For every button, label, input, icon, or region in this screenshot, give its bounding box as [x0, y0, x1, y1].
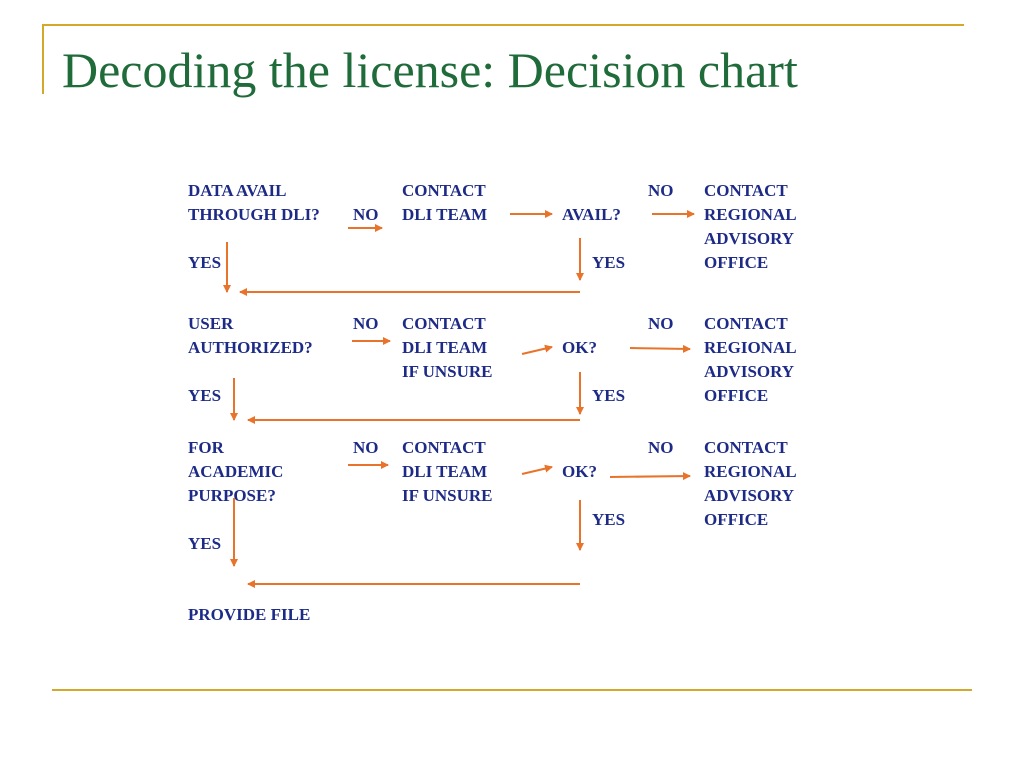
row2-contact-line2: DLI TEAM — [402, 338, 488, 357]
row3-question-line3: PURPOSE? — [188, 486, 276, 505]
row1-yes-label: YES — [188, 253, 222, 272]
slide-title: Decoding the license: Decision chart — [62, 42, 798, 98]
row2-contact-line3: IF UNSURE — [402, 362, 493, 381]
row3-contact-line2: DLI TEAM — [402, 462, 488, 481]
row2-yes-label: YES — [188, 386, 222, 405]
row3-contact-arrow — [521, 464, 553, 475]
row1-yes2-label: YES — [592, 253, 626, 272]
frame-bottom-rule — [52, 689, 972, 691]
row1-contact-line2: DLI TEAM — [402, 205, 488, 224]
row2-no-label: NO — [353, 314, 379, 333]
row3-contact-line1: CONTACT — [402, 438, 486, 457]
row2-question-line1: USER — [188, 314, 234, 333]
row3-regional-line1: CONTACT — [704, 438, 788, 457]
row2-question-line2: AUTHORIZED? — [188, 338, 313, 357]
row1-regional-line4: OFFICE — [704, 253, 769, 272]
row2-contact-line1: CONTACT — [402, 314, 486, 333]
row1-regional-line1: CONTACT — [704, 181, 788, 200]
frame-left-rule — [42, 24, 44, 94]
row3-check-label: OK? — [562, 462, 597, 481]
provide-file-label: PROVIDE FILE — [188, 605, 311, 624]
row2-regional-line4: OFFICE — [704, 386, 769, 405]
row1-contact-line1: CONTACT — [402, 181, 486, 200]
row3-no-label: NO — [353, 438, 379, 457]
row2-no2-label: NO — [648, 314, 674, 333]
row1-no2-label: NO — [648, 181, 674, 200]
row2-regional-line1: CONTACT — [704, 314, 788, 333]
frame-top-rule — [42, 24, 964, 26]
row3-yes2-label: YES — [592, 510, 626, 529]
row3-regional-line4: OFFICE — [704, 510, 769, 529]
row2-regional-line3: ADVISORY — [704, 362, 795, 381]
row1-regional-line3: ADVISORY — [704, 229, 795, 248]
row3-question-line1: FOR — [188, 438, 224, 457]
row3-regional-line2: REGIONAL — [704, 462, 797, 481]
row1-question-line1: DATA AVAIL — [188, 181, 287, 200]
row1-no-label: NO — [353, 205, 379, 224]
row2-no2-arrow — [629, 344, 691, 353]
row3-no2-label: NO — [648, 438, 674, 457]
row2-regional-line2: REGIONAL — [704, 338, 797, 357]
row1-check-label: AVAIL? — [562, 205, 621, 224]
row2-yes2-label: YES — [592, 386, 626, 405]
row3-question-line2: ACADEMIC — [188, 462, 284, 481]
row2-contact-arrow — [521, 344, 553, 355]
row3-no2-arrow — [609, 472, 691, 481]
row3-regional-line3: ADVISORY — [704, 486, 795, 505]
row2-check-label: OK? — [562, 338, 597, 357]
row1-regional-line2: REGIONAL — [704, 205, 797, 224]
row3-yes-label: YES — [188, 534, 222, 553]
row3-contact-line3: IF UNSURE — [402, 486, 493, 505]
row1-question-line2: THROUGH DLI? — [188, 205, 320, 224]
